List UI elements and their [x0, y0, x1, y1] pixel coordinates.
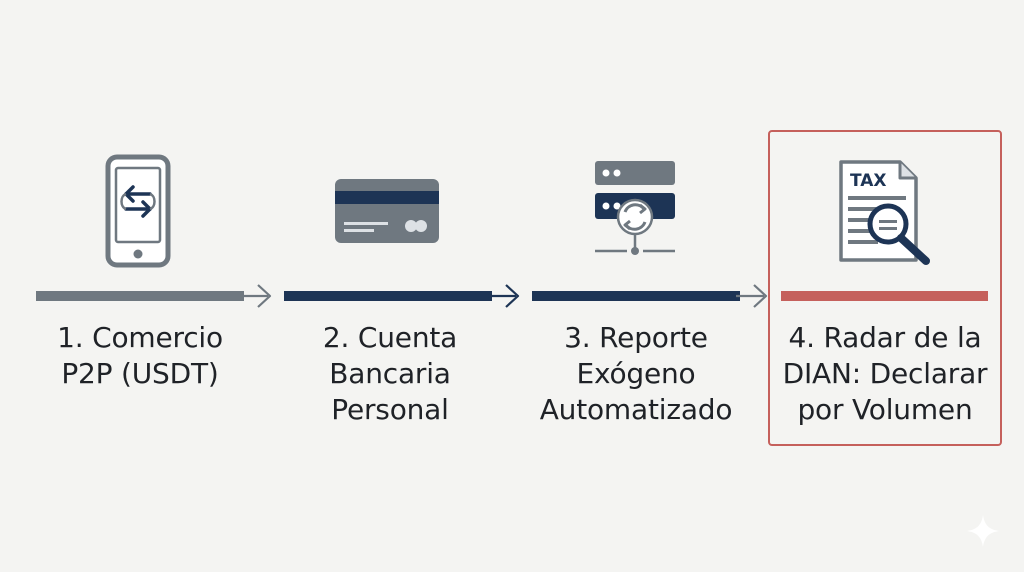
- sparkle-icon: [967, 515, 999, 547]
- step-4-label: 4. Radar de la DIAN: Declarar por Volume…: [770, 320, 1000, 428]
- step-3-label-line: Exógeno: [576, 357, 696, 390]
- step-2-label-line: Bancaria: [329, 357, 451, 390]
- tax-document-magnifier-icon: TAX: [839, 160, 930, 265]
- step-3-label: 3. Reporte Exógeno Automatizado: [516, 320, 756, 428]
- step-4-label-line: por Volumen: [797, 393, 973, 426]
- highlight-box: [768, 130, 1002, 446]
- step-3-label-line: Automatizado: [539, 393, 733, 426]
- step-2-label-line: Personal: [331, 393, 449, 426]
- step-1-label-line: P2P (USDT): [61, 357, 219, 390]
- phone-exchange-icon: [105, 154, 171, 268]
- step-3-bar: [532, 291, 740, 301]
- step-1-label-line: 1. Comercio: [57, 321, 223, 354]
- arrow-right-icon: [736, 284, 768, 308]
- step-3-label-line: 3. Reporte: [564, 321, 708, 354]
- step-4-bar: [781, 291, 988, 301]
- step-2-label: 2. Cuenta Bancaria Personal: [270, 320, 510, 428]
- arrow-right-icon: [488, 284, 520, 308]
- step-4-label-line: DIAN: Declarar: [782, 357, 988, 390]
- credit-card-icon: [335, 179, 439, 243]
- step-2-label-line: 2. Cuenta: [322, 321, 458, 354]
- step-1-label: 1. Comercio P2P (USDT): [20, 320, 260, 392]
- step-1-bar: [36, 291, 244, 301]
- server-sync-icon: [595, 161, 675, 255]
- step-2-bar: [284, 291, 492, 301]
- tax-label: TAX: [850, 171, 887, 191]
- step-4-label-line: 4. Radar de la: [788, 321, 982, 354]
- arrow-right-icon: [240, 284, 272, 308]
